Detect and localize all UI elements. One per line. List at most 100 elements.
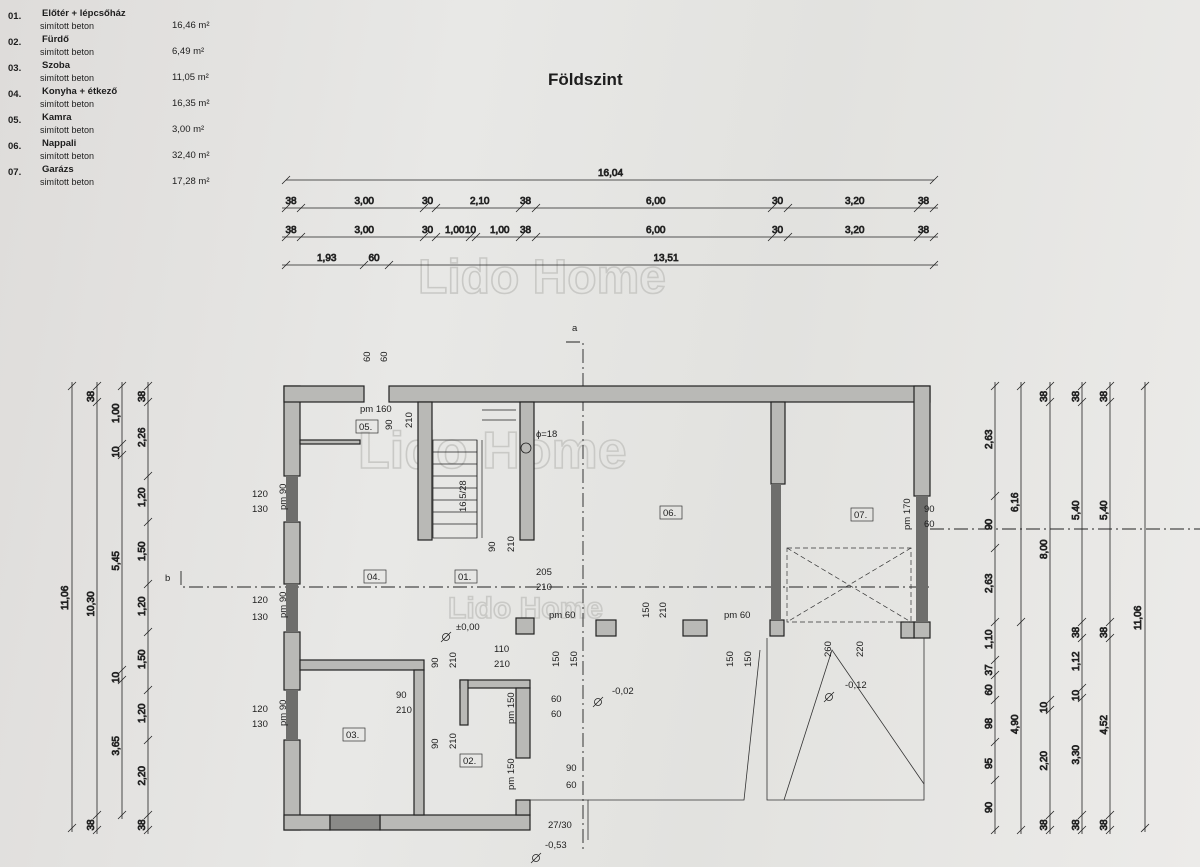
dimension-tick <box>767 203 777 213</box>
dimension-tick <box>1045 381 1055 391</box>
dimension-label: 38 <box>1039 819 1050 831</box>
dimension-label: 2,20 <box>1039 751 1050 771</box>
dimension-label: 5,40 <box>1099 500 1110 520</box>
legend-num: 07. <box>8 167 22 178</box>
dimension-label: 95 <box>984 757 995 769</box>
dimension-tick <box>515 203 525 213</box>
wall-accents <box>286 476 928 740</box>
opening-label: ±0,00 <box>456 622 480 633</box>
room-tag: 01. <box>458 572 471 583</box>
dimension-tick <box>990 825 1000 835</box>
dimension-tick <box>431 232 441 242</box>
dimension-tick <box>143 825 153 835</box>
level-marker-icon <box>823 691 835 703</box>
opening-label: pm 170 <box>902 498 913 530</box>
dimension-label: 38 <box>1071 626 1082 638</box>
opening-label: 90 <box>430 657 441 668</box>
opening-label: pm 160 <box>360 404 392 415</box>
dimension-tick <box>929 175 939 185</box>
dimension-tick <box>1077 633 1087 643</box>
section-line-b <box>180 528 1200 588</box>
room-tag: 04. <box>367 572 380 583</box>
level-marker-icon <box>592 696 604 708</box>
opening-label: 210 <box>404 412 415 428</box>
dimension-label: 2,63 <box>984 429 995 449</box>
opening-label: 150 <box>725 651 736 667</box>
dimension-label: 3,20 <box>845 225 865 236</box>
dimension-label: 2,26 <box>137 427 148 447</box>
opening-label: 205 <box>536 567 552 578</box>
dimension-tick <box>990 737 1000 747</box>
dimension-label: 10 <box>1071 689 1082 701</box>
dimension-label: 4,90 <box>1010 714 1021 734</box>
garage-parking-area <box>786 547 912 623</box>
legend-num: 02. <box>8 37 22 48</box>
legend-area: 17,28 m² <box>172 176 210 187</box>
opening-label: 130 <box>252 719 268 730</box>
legend-floor: simított beton <box>40 21 95 31</box>
dimension-tick <box>1105 633 1115 643</box>
dimension-label: 8,00 <box>1039 539 1050 559</box>
dimension-tick <box>117 675 127 685</box>
dimension-tick <box>117 381 127 391</box>
opening-label: 150 <box>551 651 562 667</box>
dimension-label: 5,45 <box>111 551 122 571</box>
dimension-label: 90 <box>984 801 995 813</box>
dimension-tick <box>1105 810 1115 820</box>
legend-num: 05. <box>8 115 22 126</box>
dimension-label: 38 <box>1099 390 1110 402</box>
opening-label: pm 60 <box>549 610 575 621</box>
room-tag-box <box>659 505 683 520</box>
dimension-label: 38 <box>86 819 97 831</box>
dimension-tick <box>143 685 153 695</box>
opening-label: 130 <box>252 612 268 623</box>
opening-label: 60 <box>379 351 390 362</box>
legend-area: 6,49 m² <box>172 46 205 57</box>
dimension-label: 37 <box>984 664 995 676</box>
dimension-label: 38 <box>1099 626 1110 638</box>
dimension-label: 1,00 <box>490 225 510 236</box>
level-marker-icon <box>442 633 450 641</box>
dimension-tick <box>913 203 923 213</box>
level-marker-icon <box>532 854 540 862</box>
dimension-tick <box>117 810 127 820</box>
dimension-tick <box>929 232 939 242</box>
opening-label: pm 150 <box>506 758 517 790</box>
dimension-tick <box>143 381 153 391</box>
section-label-a: a <box>572 323 578 334</box>
dimension-label: 38 <box>1099 819 1110 831</box>
dimension-label: 10 <box>111 671 122 683</box>
dimension-tick <box>1077 381 1087 391</box>
dimension-label: 5,40 <box>1071 500 1082 520</box>
dimension-tick <box>281 175 291 185</box>
dimension-tick <box>296 203 306 213</box>
dimension-label: 2,10 <box>470 196 490 207</box>
opening-label: 210 <box>494 659 510 670</box>
dimension-tick <box>384 260 394 270</box>
legend-floor: simított beton <box>40 73 95 83</box>
opening-label: 90 <box>924 504 935 515</box>
dimension-tick <box>1077 683 1087 693</box>
opening-label: 150 <box>743 651 754 667</box>
dimension-tick <box>281 232 291 242</box>
opening-label: 210 <box>448 652 459 668</box>
dimension-tick <box>1140 823 1150 833</box>
legend-name: Konyha + étkező <box>42 86 118 97</box>
watermark-text: Lido Home <box>358 422 627 480</box>
legend-floor: simított beton <box>40 151 95 161</box>
dimension-tick <box>1105 617 1115 627</box>
dimension-tick <box>92 825 102 835</box>
room-tag-box <box>342 727 366 742</box>
dimension-label: 3,30 <box>1071 745 1082 765</box>
dimension-label: 38 <box>918 196 930 207</box>
dimension-tick <box>431 203 441 213</box>
dimension-label: 38 <box>1071 390 1082 402</box>
watermark-text: Lido Home <box>418 251 666 304</box>
dimension-label: 38 <box>918 225 930 236</box>
dimension-tick <box>359 260 369 270</box>
opening-label: 260 <box>823 641 834 657</box>
